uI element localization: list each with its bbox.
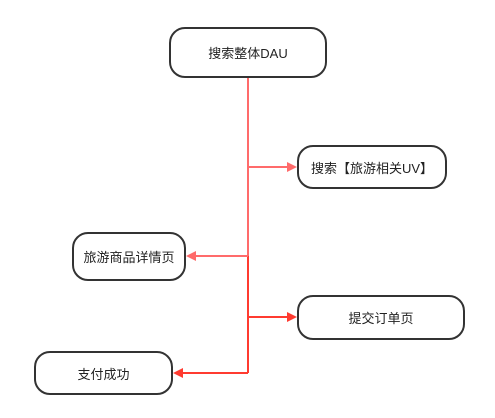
- node-payment-success: 支付成功: [34, 351, 173, 395]
- node-submit-order: 提交订单页: [297, 295, 465, 340]
- node-product-detail: 旅游商品详情页: [72, 232, 186, 281]
- node-label: 旅游商品详情页: [83, 250, 175, 265]
- node-label: 支付成功: [77, 366, 130, 382]
- node-travel-search-uv: 搜索【旅游相关UV】: [297, 145, 447, 189]
- node-label: 提交订单页: [348, 311, 414, 326]
- node-label: 搜索【旅游相关UV】: [310, 160, 434, 176]
- node-search-dau: 搜索整体DAU: [169, 27, 327, 78]
- node-label: 搜索整体DAU: [208, 46, 288, 61]
